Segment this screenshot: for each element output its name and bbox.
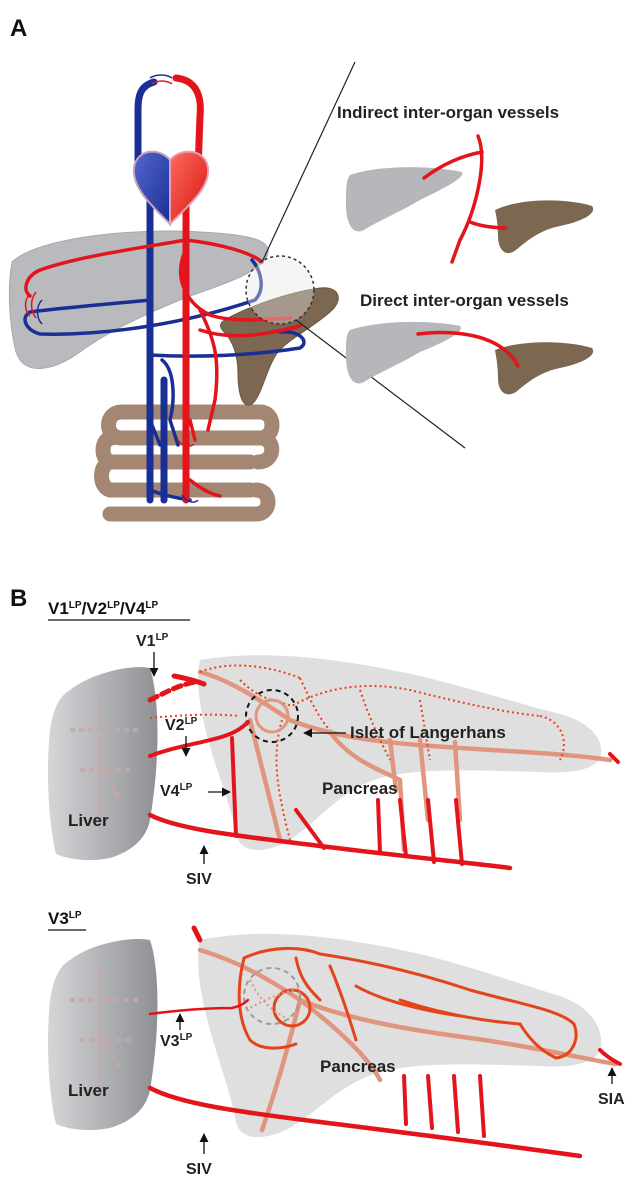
bottom-liver <box>48 939 158 1130</box>
indirect-label: Indirect inter-organ vessels <box>337 103 559 122</box>
panel-b-letter: B <box>10 585 27 612</box>
heart <box>134 152 208 224</box>
top-pancreas-label: Pancreas <box>322 779 398 798</box>
top-liver-label: Liver <box>68 811 109 830</box>
bottom-pancreas <box>198 934 601 1137</box>
indirect-vessels <box>424 136 506 262</box>
zoom-circle <box>246 256 314 324</box>
panel-b-top-title: V1LP/V2LP/V4LP <box>48 599 159 618</box>
v2-label: V2LP <box>165 716 198 734</box>
panel-a-letter: A <box>10 15 27 42</box>
direct-label: Direct inter-organ vessels <box>360 291 569 310</box>
v1-label: V1LP <box>136 632 169 650</box>
top-siv-label: SIV <box>186 871 212 888</box>
zoom-line-top <box>262 62 355 262</box>
panel-b-bottom-title: V3LP <box>48 909 82 928</box>
bottom-siv-label: SIV <box>186 1161 212 1178</box>
v4-label: V4LP <box>160 782 193 800</box>
bottom-pancreas-label: Pancreas <box>320 1057 396 1076</box>
bottom-liver-label: Liver <box>68 1081 109 1100</box>
direct-pancreas <box>495 342 593 394</box>
islet-label: Islet of Langerhans <box>350 723 506 742</box>
indirect-pancreas <box>495 200 593 253</box>
sia-label: SIA <box>598 1091 625 1108</box>
v3-label: V3LP <box>160 1032 193 1050</box>
indirect-liver <box>346 167 462 231</box>
